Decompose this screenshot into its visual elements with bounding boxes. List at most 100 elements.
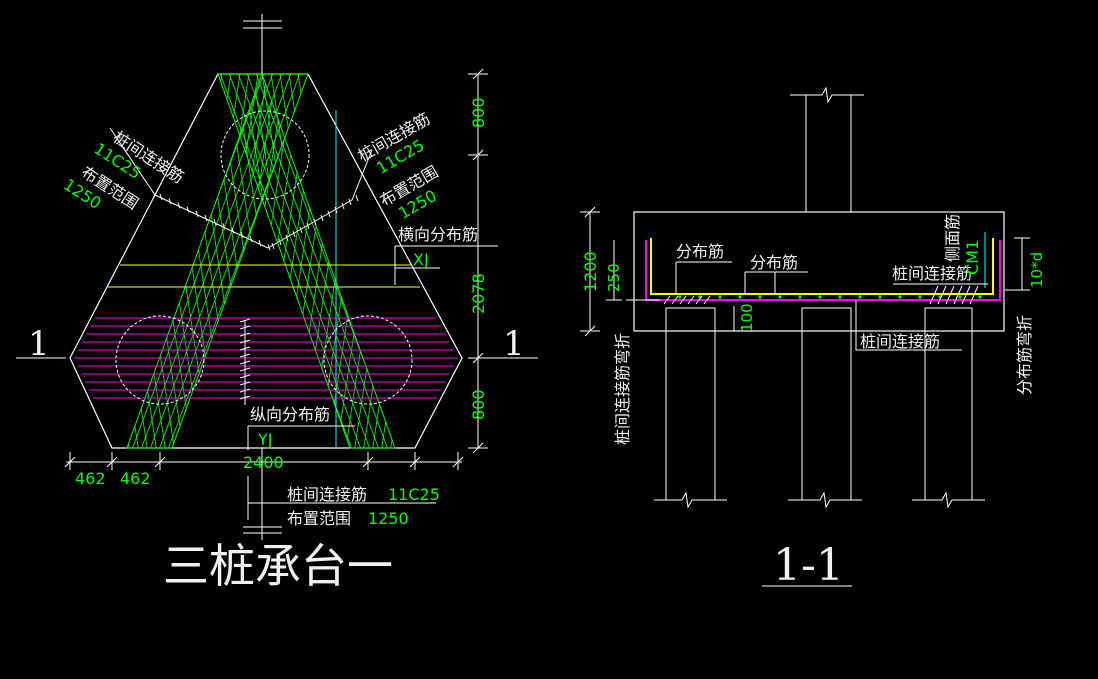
strip-hatch-line <box>422 60 572 460</box>
section-dist-bar <box>650 238 994 295</box>
strip-hatch-line <box>443 60 593 460</box>
bottom-range-value: 1250 <box>368 509 409 528</box>
strip-hatch-line <box>127 74 180 448</box>
strip-hatch-line <box>244 74 306 448</box>
section-side-bar-spec: CM1 <box>963 240 982 275</box>
strip-hatch-line <box>190 74 308 448</box>
strip-hatch-line <box>350 60 410 460</box>
bend-hatch <box>961 285 971 305</box>
v-tick <box>355 194 359 202</box>
strip-hatch-line <box>199 74 308 448</box>
strip-hatch-line <box>524 60 584 460</box>
v-tick <box>341 202 345 210</box>
strip-hatch-line <box>110 60 170 460</box>
section-view: 分布筋 分布筋 桩间连接筋 桩间连接筋 侧面筋 CM1 10*d 桩间连接筋弯折… <box>580 86 1046 591</box>
horizontal-dims <box>64 452 464 470</box>
section-pile-link-bend-label: 桩间连接筋弯折 <box>613 333 632 445</box>
rebar-dot <box>818 295 822 299</box>
center-tick <box>239 374 251 379</box>
v-tick <box>177 202 181 209</box>
dim-h-462-b: 462 <box>120 469 151 488</box>
section-bend-hatch <box>663 285 979 305</box>
strip-hatch-line <box>127 74 153 448</box>
strip-hatch-line <box>0 60 122 460</box>
rebar-dot <box>978 295 982 299</box>
strip-hatch-line <box>0 60 14 460</box>
strip-hatch-line <box>0 60 53 460</box>
strip-hatch-line <box>440 60 590 460</box>
strip-hatch-line <box>512 60 572 460</box>
strip-hatch-line <box>127 74 189 448</box>
section-mark-left: 1 <box>28 324 50 364</box>
rebar-dot <box>798 295 802 299</box>
strip-hatch-line <box>74 60 134 460</box>
rebar-dot <box>918 295 922 299</box>
strip-hatch-line <box>0 60 44 460</box>
center-tick <box>239 381 251 386</box>
strip-hatch-line <box>304 74 395 448</box>
bend-hatch <box>679 295 687 305</box>
dim-v-800-bottom: 800 <box>469 389 488 420</box>
bend-hatch <box>687 295 695 305</box>
strip-hatch-line <box>35 60 185 460</box>
strip-hatch-line <box>218 74 348 448</box>
strip-hatch-line <box>0 60 35 460</box>
v-tick <box>231 227 235 234</box>
strip-hatch-line <box>127 74 159 448</box>
strip-hatch-line <box>218 74 339 448</box>
v-ticks <box>159 193 359 251</box>
bottom-range-label: 布置范围 <box>287 509 351 528</box>
bottom-strip-label: 桩间连接筋 <box>287 485 367 504</box>
strip-hatch-line <box>530 60 680 460</box>
strip-hatch-line <box>0 60 131 460</box>
strip-hatch-line <box>92 60 152 460</box>
v-tick <box>213 219 217 226</box>
strip-hatch-line <box>362 60 512 460</box>
strip-hatch-line <box>0 60 89 460</box>
strip-hatch-line <box>44 60 194 460</box>
bend-hatch <box>945 285 955 305</box>
section-rebar-dots <box>678 295 982 299</box>
section-side-bar-label: 侧面筋 <box>943 214 962 262</box>
strip-hatch-line <box>0 60 77 460</box>
strip-hatch-line <box>380 60 530 460</box>
v-tick <box>222 223 226 230</box>
vertical-dims <box>468 68 488 454</box>
strip-hatch-line <box>218 74 240 448</box>
strip-hatch-line <box>515 60 575 460</box>
transverse-dist-label: 横向分布筋 <box>398 225 478 244</box>
strip-hatch-line <box>0 60 53 460</box>
center-tick <box>239 395 251 400</box>
strip-outlines <box>126 73 396 449</box>
section-leaders <box>626 261 1017 351</box>
dim-h-2400: 2400 <box>243 453 284 472</box>
v-tick <box>320 214 324 222</box>
strip-hatch-line <box>0 60 113 460</box>
rebar-dot <box>878 295 882 299</box>
strip-hatch-line <box>2 60 62 460</box>
strip-hatch-line <box>241 74 393 448</box>
section-dist-bar-label-2: 分布筋 <box>750 253 798 272</box>
strip-hatch-line <box>476 60 626 460</box>
v-tick <box>306 222 310 230</box>
strip-hatch-line <box>127 74 198 448</box>
bend-hatch <box>969 285 979 305</box>
v-tick <box>348 198 352 206</box>
section-dim-height: 1200 <box>581 251 600 292</box>
strip-hatch-line <box>0 60 17 460</box>
strip-hatch-line <box>0 60 104 460</box>
strip-hatch-line <box>8 60 68 460</box>
strip-hatch-line <box>506 60 566 460</box>
strip-hatch-line <box>602 60 662 460</box>
strip-hatch-line <box>434 60 584 460</box>
strip-hatch-line <box>205 74 267 448</box>
xj-lines <box>108 264 420 288</box>
strip-hatch-line <box>497 60 557 460</box>
center-ticks <box>239 318 251 400</box>
center-tick <box>239 346 251 351</box>
bottom-strip-leader <box>243 448 436 540</box>
rebar-dot <box>738 295 742 299</box>
section-mark-right: 1 <box>503 324 525 364</box>
strip-hatch-line <box>271 74 308 448</box>
